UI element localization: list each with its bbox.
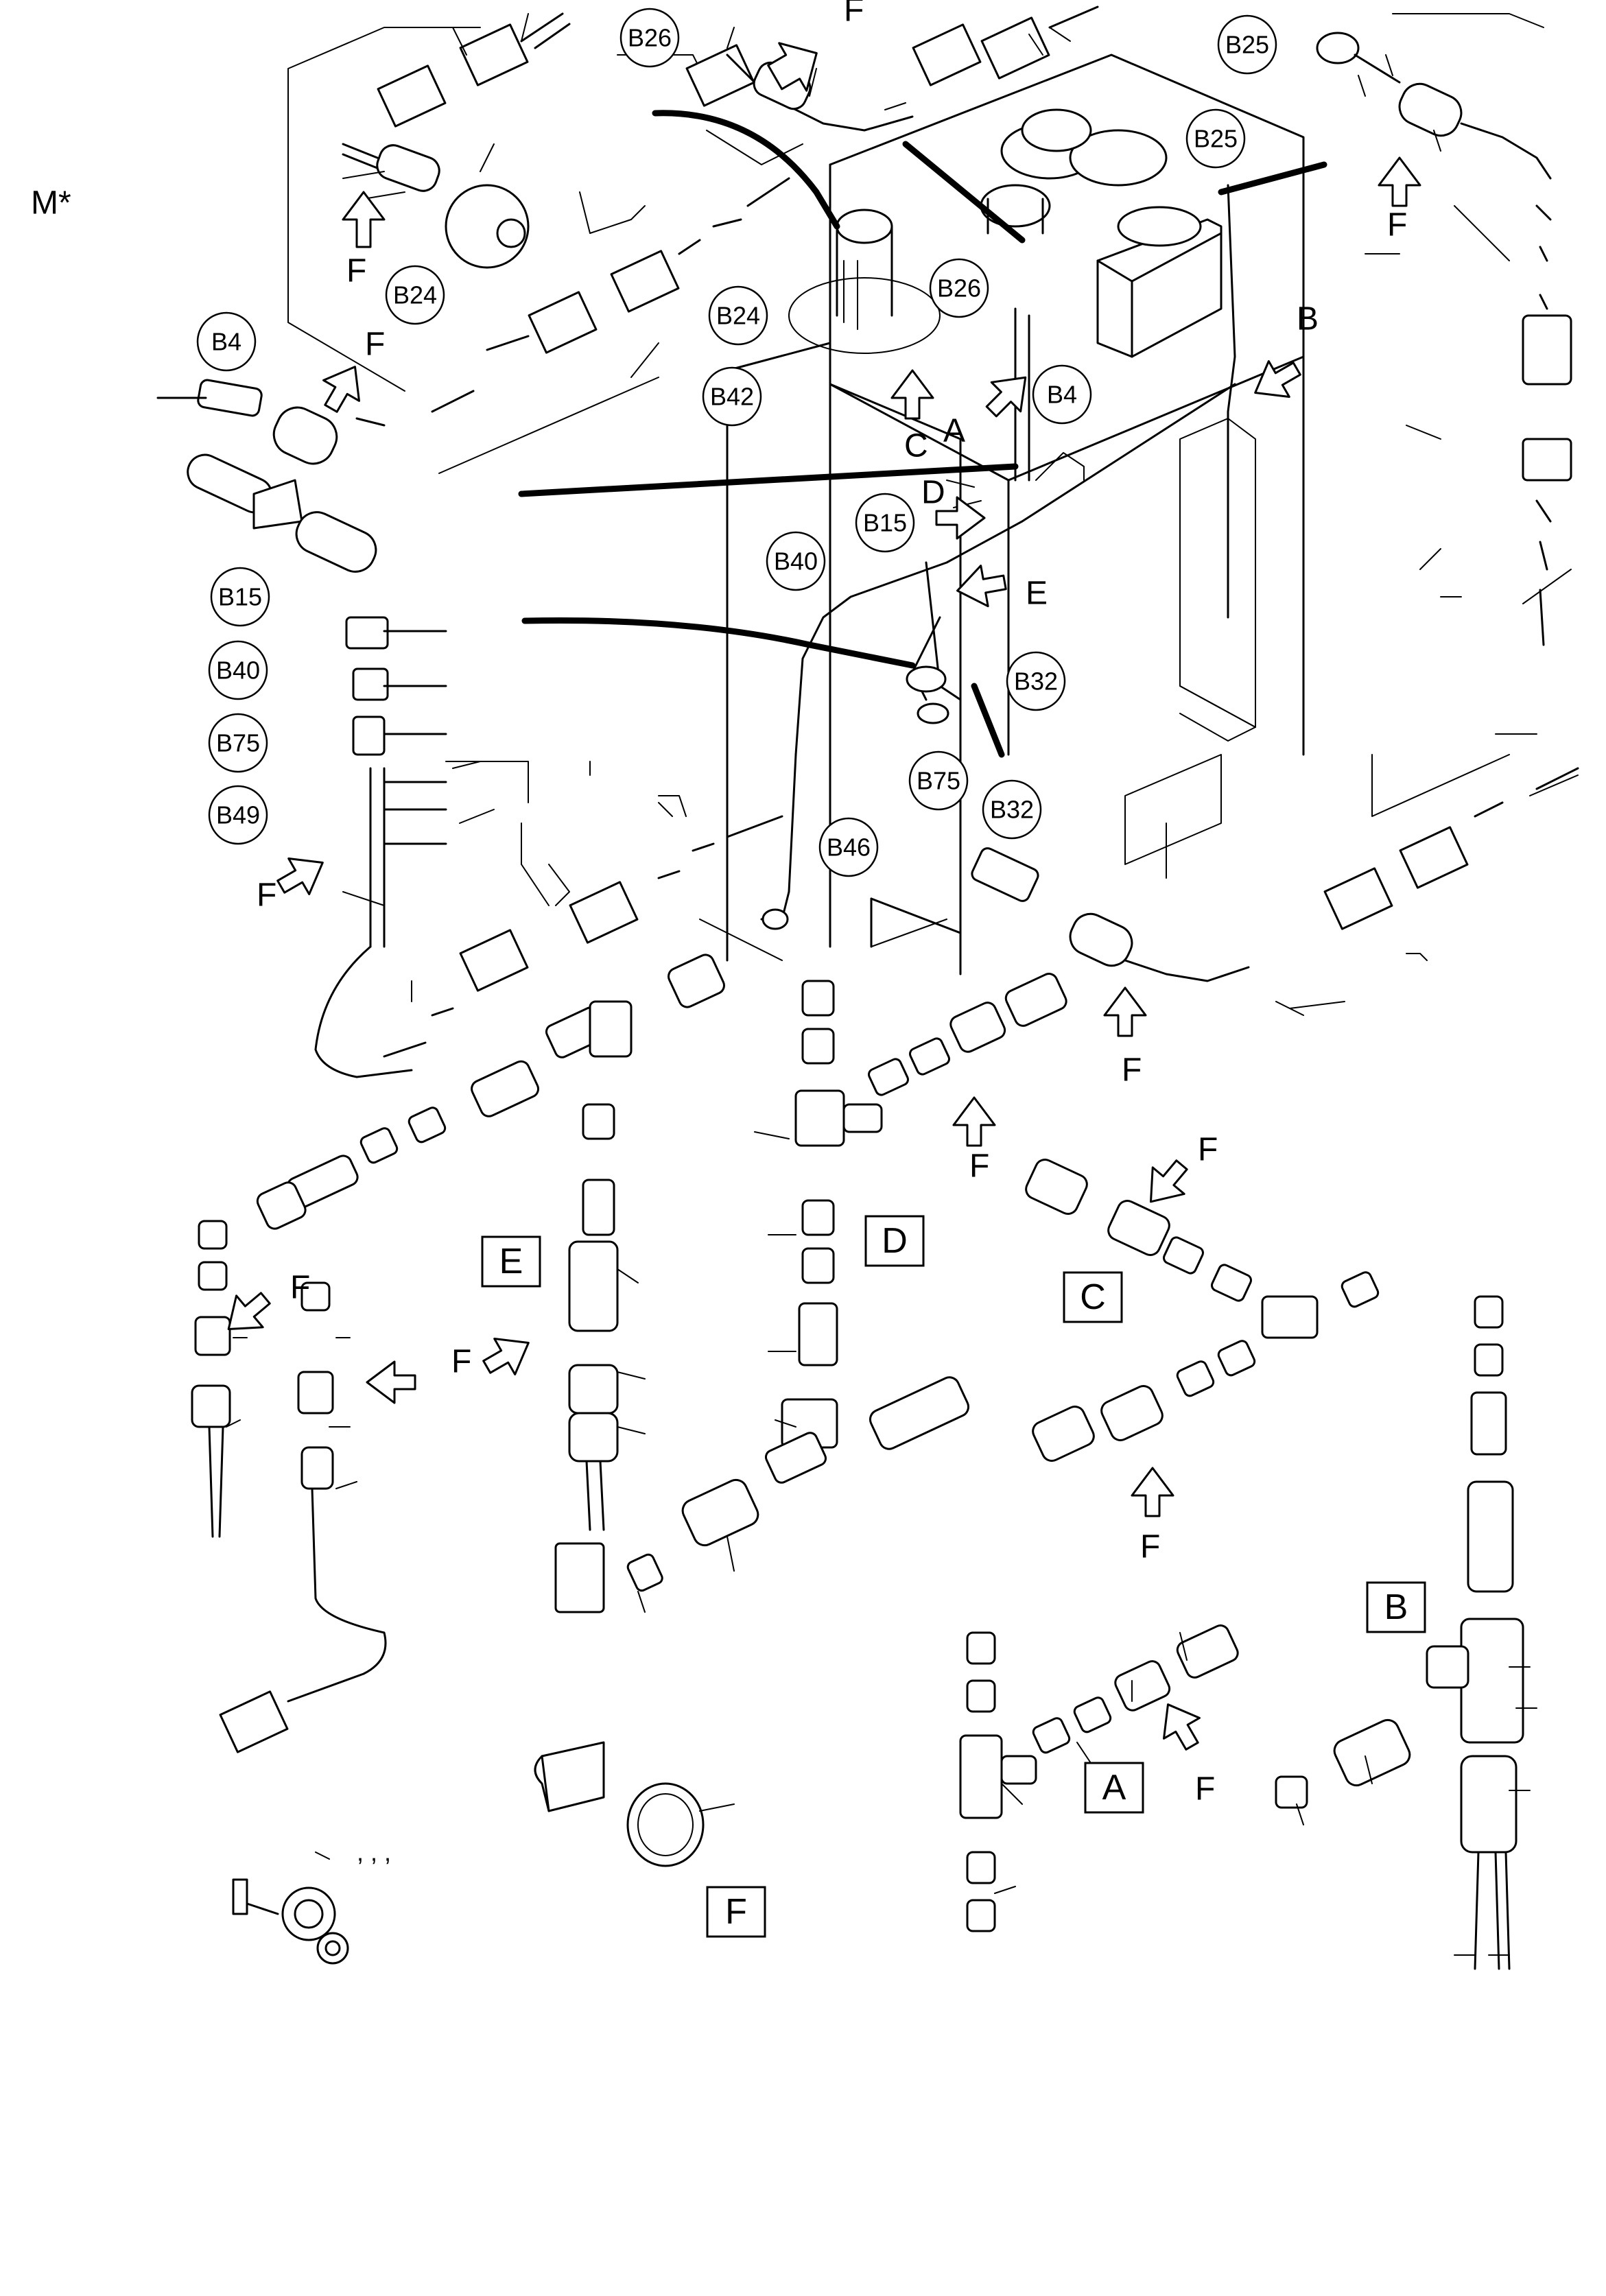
view-letter-a: A xyxy=(943,413,965,449)
callout-b49-left: B49 xyxy=(208,785,268,845)
callout-b46: B46 xyxy=(818,817,879,877)
view-letter-f: F xyxy=(1140,1529,1160,1565)
svg-text:B75: B75 xyxy=(216,729,260,757)
callout-b32-b: B32 xyxy=(982,779,1042,840)
view-letter-f: F xyxy=(1122,1052,1142,1089)
svg-text:B15: B15 xyxy=(863,509,907,537)
svg-text:D: D xyxy=(882,1221,908,1261)
svg-text:B32: B32 xyxy=(990,796,1034,824)
svg-text:B49: B49 xyxy=(216,801,260,829)
callout-b15-left: B15 xyxy=(210,567,270,627)
svg-text:B40: B40 xyxy=(774,547,818,576)
view-letter-f: F xyxy=(290,1270,310,1306)
view-letter-f: F xyxy=(451,1344,471,1380)
svg-text:C: C xyxy=(1080,1277,1106,1317)
view-letter-f: F xyxy=(1195,1771,1215,1808)
callout-b25-top: B25 xyxy=(1217,14,1277,75)
svg-text:B26: B26 xyxy=(628,24,672,52)
callout-b4-pipe: B4 xyxy=(1032,364,1092,425)
svg-text:B75: B75 xyxy=(917,767,960,795)
fitting-assemblies xyxy=(191,954,1524,1970)
detail-box-a: A xyxy=(1084,1762,1144,1814)
svg-text:B4: B4 xyxy=(211,328,241,356)
sensor-stack-left xyxy=(314,616,783,1078)
view-letter-b: B xyxy=(1297,301,1319,338)
svg-text:B: B xyxy=(1384,1587,1408,1627)
svg-text:E: E xyxy=(499,1242,523,1281)
view-letter-f: F xyxy=(969,1148,989,1185)
leader-lines xyxy=(518,110,1327,758)
callout-b26-top: B26 xyxy=(619,8,680,68)
callout-b40-left: B40 xyxy=(208,640,268,700)
view-letter-f: F xyxy=(844,0,864,29)
callout-b75-pipe: B75 xyxy=(908,750,969,811)
svg-text:B32: B32 xyxy=(1014,667,1058,696)
svg-text:B26: B26 xyxy=(937,274,981,303)
view-arrows xyxy=(227,42,1421,1751)
svg-text:B4: B4 xyxy=(1047,381,1077,409)
callout-b26-block: B26 xyxy=(929,258,989,318)
tick-leaders xyxy=(226,13,1537,1956)
detail-box-c: C xyxy=(1063,1271,1123,1323)
sensor-group-right xyxy=(971,32,1579,982)
detail-box-f: F xyxy=(706,1886,766,1938)
machine-body xyxy=(726,54,1305,975)
callout-b24-tank: B24 xyxy=(708,285,768,346)
svg-text:B24: B24 xyxy=(393,281,437,309)
callout-b32-a: B32 xyxy=(1006,651,1066,711)
main-harness xyxy=(760,184,1236,930)
callout-b4-left: B4 xyxy=(196,311,257,372)
detail-box-b: B xyxy=(1366,1581,1426,1633)
callout-b15-pipe: B15 xyxy=(855,493,915,553)
view-letter-f: F xyxy=(346,253,366,289)
callout-b40-pipe: B40 xyxy=(766,531,826,591)
callout-b24-left: B24 xyxy=(385,265,445,325)
view-letter-f: F xyxy=(365,327,385,363)
detail-box-d: D xyxy=(864,1215,925,1267)
svg-text:B15: B15 xyxy=(218,583,262,611)
sensor-group-top-left xyxy=(156,5,1099,573)
svg-text:B46: B46 xyxy=(827,833,871,862)
view-letter-c: C xyxy=(904,428,928,464)
svg-text:B25: B25 xyxy=(1225,31,1269,59)
callout-b75-left: B75 xyxy=(208,713,268,773)
view-letter-d: D xyxy=(921,475,945,511)
svg-text:B25: B25 xyxy=(1194,125,1238,153)
view-letter-f: F xyxy=(257,877,276,914)
svg-text:F: F xyxy=(725,1892,747,1932)
svg-text:B40: B40 xyxy=(216,656,260,685)
page-marker: M* xyxy=(31,185,71,222)
svg-text:B42: B42 xyxy=(710,383,754,411)
callout-b42: B42 xyxy=(702,366,762,427)
detail-box-e: E xyxy=(481,1235,541,1288)
svg-text:B24: B24 xyxy=(716,302,760,330)
svg-text:A: A xyxy=(1102,1768,1126,1808)
view-letter-e: E xyxy=(1026,576,1048,612)
callout-b25-block: B25 xyxy=(1185,108,1246,169)
view-letter-f: F xyxy=(1387,207,1407,244)
view-letter-f: F xyxy=(1198,1132,1218,1168)
comma-marks: , , , xyxy=(357,1838,391,1867)
view-letter-labels: F F F F B C A D E F F F F F F F F xyxy=(257,0,1407,1808)
